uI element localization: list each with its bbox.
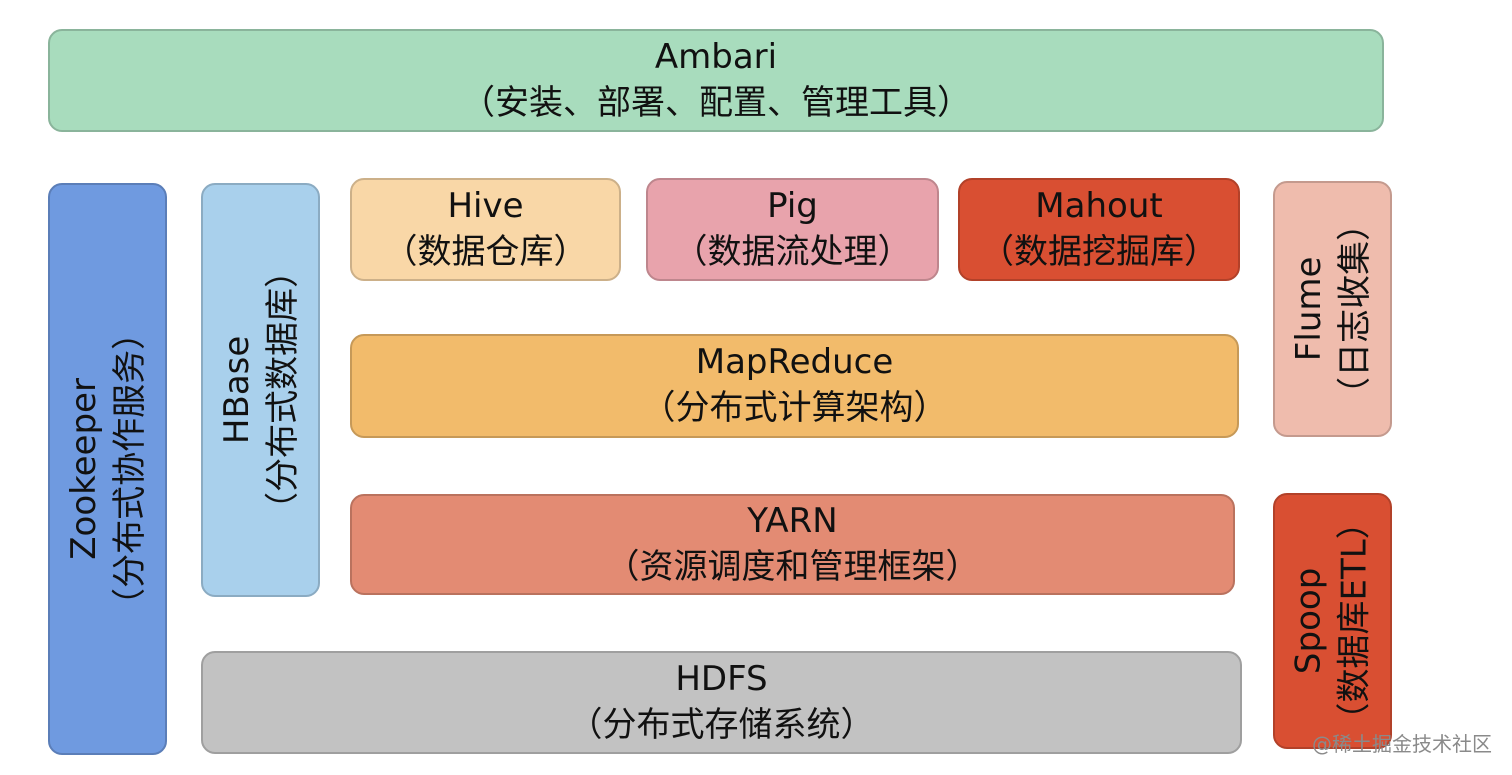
ambari-name: Ambari bbox=[654, 36, 778, 77]
hive-name: Hive bbox=[447, 185, 524, 226]
spoop-desc: （数据库ETL） bbox=[1334, 505, 1375, 737]
zookeeper-desc: （分布式协作服务） bbox=[109, 316, 150, 622]
mahout-desc: （数据挖掘库） bbox=[980, 231, 1218, 272]
hdfs-block: HDFS （分布式存储系统） bbox=[201, 651, 1242, 754]
zookeeper-name: Zookeeper bbox=[63, 378, 104, 560]
spoop-name: Spoop bbox=[1288, 567, 1329, 675]
flume-desc: （日志收集） bbox=[1334, 207, 1375, 411]
hbase-block: HBase （分布式数据库） bbox=[201, 183, 320, 597]
ambari-block: Ambari （安装、部署、配置、管理工具） bbox=[48, 29, 1384, 132]
ambari-desc: （安装、部署、配置、管理工具） bbox=[461, 82, 971, 123]
zookeeper-block: Zookeeper （分布式协作服务） bbox=[48, 183, 167, 755]
hdfs-name: HDFS bbox=[675, 658, 768, 699]
flume-name: Flume bbox=[1288, 256, 1329, 362]
hive-block: Hive （数据仓库） bbox=[350, 178, 621, 281]
hdfs-desc: （分布式存储系统） bbox=[568, 704, 875, 745]
spoop-block: Spoop （数据库ETL） bbox=[1273, 493, 1392, 749]
pig-name: Pig bbox=[767, 185, 818, 226]
mapreduce-name: MapReduce bbox=[695, 342, 894, 383]
mahout-block: Mahout （数据挖掘库） bbox=[958, 178, 1240, 281]
mapreduce-block: MapReduce （分布式计算架构） bbox=[350, 334, 1239, 438]
hbase-name: HBase bbox=[216, 335, 257, 445]
flume-block: Flume （日志收集） bbox=[1273, 181, 1392, 437]
pig-desc: （数据流处理） bbox=[673, 231, 912, 272]
yarn-desc: （资源调度和管理框架） bbox=[605, 546, 980, 587]
yarn-name: YARN bbox=[747, 500, 838, 541]
mapreduce-desc: （分布式计算架构） bbox=[641, 388, 948, 428]
yarn-block: YARN （资源调度和管理框架） bbox=[350, 494, 1235, 595]
mahout-name: Mahout bbox=[1035, 185, 1163, 226]
pig-block: Pig （数据流处理） bbox=[646, 178, 939, 281]
watermark: @稀土掘金技术社区 bbox=[1312, 732, 1492, 756]
hive-desc: （数据仓库） bbox=[383, 231, 588, 272]
hbase-desc: （分布式数据库） bbox=[262, 254, 303, 526]
